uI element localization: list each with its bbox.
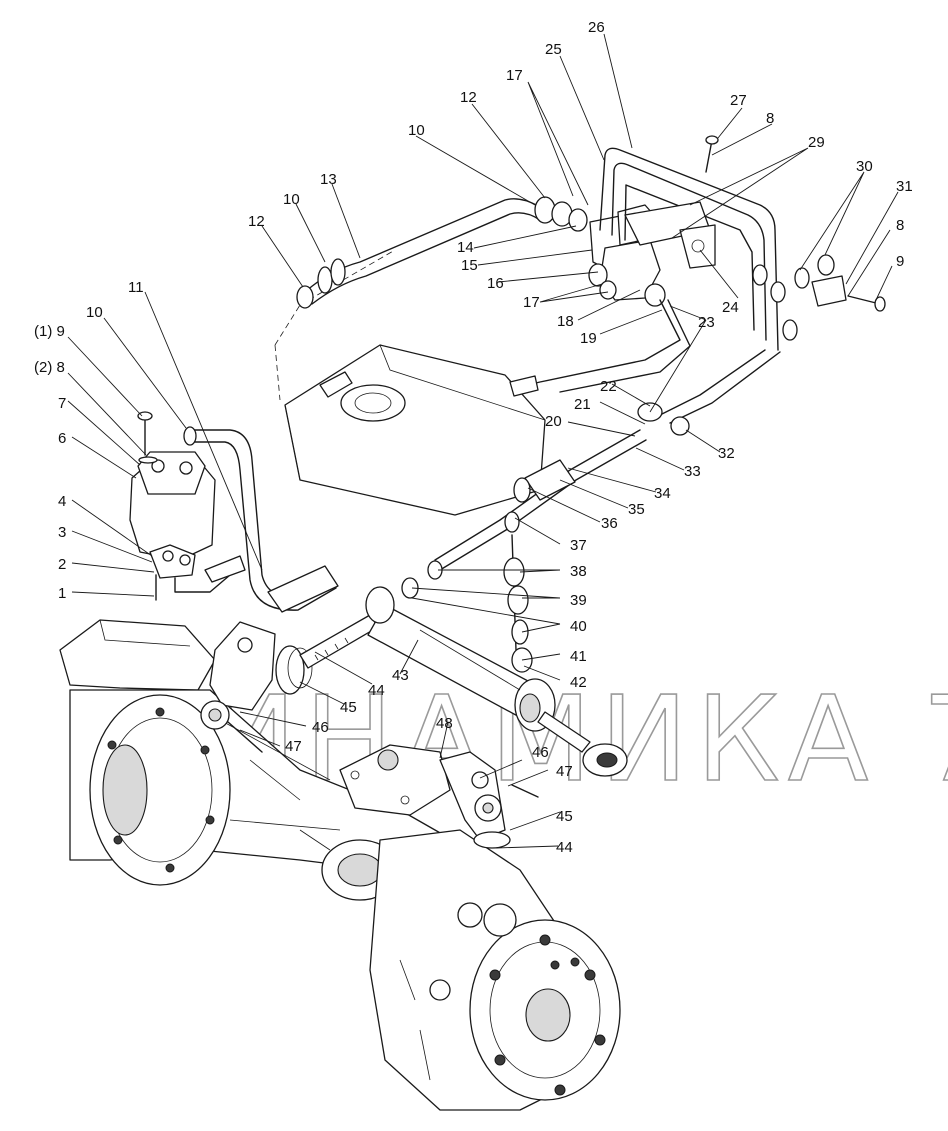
callout-22: 22 [600,378,617,395]
callout-37: 37 [570,537,587,554]
callout-8: (2) 8 [34,359,65,376]
callout-47: 47 [285,738,302,755]
callout-46: 46 [532,744,549,761]
callout-25: 25 [545,41,562,58]
pipe-frame [599,135,886,351]
callout-41: 41 [570,648,587,665]
main-tank [274,249,546,516]
callout-18: 18 [557,313,574,330]
callout-35: 35 [628,501,645,518]
callout-47: 47 [556,763,573,780]
callout-13: 13 [320,171,337,188]
callout-17: 17 [506,67,523,84]
callout-31: 31 [896,178,913,195]
reservoir-left [129,411,246,601]
callout-16: 16 [487,275,504,292]
steering-bracket-right [339,744,539,849]
callout-17: 17 [523,294,540,311]
callout-3: 3 [58,524,66,541]
valve-block [534,196,666,307]
callout-1: 1 [58,585,66,602]
callout-23: 23 [698,314,715,331]
callouts: 26 25 17 27 12 8 10 29 30 13 31 10 12 14… [34,19,913,856]
steering-cylinder [299,586,628,777]
callout-44: 44 [556,839,573,856]
callout-26: 26 [588,19,605,36]
callout-9: 9 [896,253,904,270]
callout-19: 19 [580,330,597,347]
callout-40: 40 [570,618,587,635]
callout-12: 12 [248,213,265,230]
callout-7: 7 [58,395,66,412]
callout-32: 32 [718,445,735,462]
callout-48: 48 [436,715,453,732]
hose-left [183,426,339,613]
callout-15: 15 [461,257,478,274]
callout-10: 10 [283,191,300,208]
callout-29: 29 [808,134,825,151]
callout-10: 10 [86,304,103,321]
callout-45: 45 [340,699,357,716]
callout-33: 33 [684,463,701,480]
callout-46: 46 [312,719,329,736]
callout-44: 44 [368,682,385,699]
callout-27: 27 [730,92,747,109]
callout-2: 2 [58,556,66,573]
callout-21: 21 [574,396,591,413]
callout-20: 20 [545,413,562,430]
callout-36: 36 [601,515,618,532]
callout-43: 43 [392,667,409,684]
front-axle [59,619,621,1111]
callout-14: 14 [457,239,474,256]
callout-38: 38 [570,563,587,580]
callout-8: 8 [896,217,904,234]
callout-24: 24 [722,299,739,316]
callout-6: 6 [58,430,66,447]
callout-11: 11 [128,279,144,296]
callout-34: 34 [654,485,671,502]
hose-top [296,198,541,309]
callout-9: (1) 9 [34,323,65,340]
callout-42: 42 [570,674,587,691]
steering-bracket-left [200,621,313,753]
callout-30: 30 [856,158,873,175]
leader-lines [67,33,899,849]
callout-8: 8 [766,110,774,127]
callout-39: 39 [570,592,587,609]
callout-4: 4 [58,493,66,510]
callout-45: 45 [556,808,573,825]
callout-10: 10 [408,122,425,139]
callout-12: 12 [460,89,477,106]
